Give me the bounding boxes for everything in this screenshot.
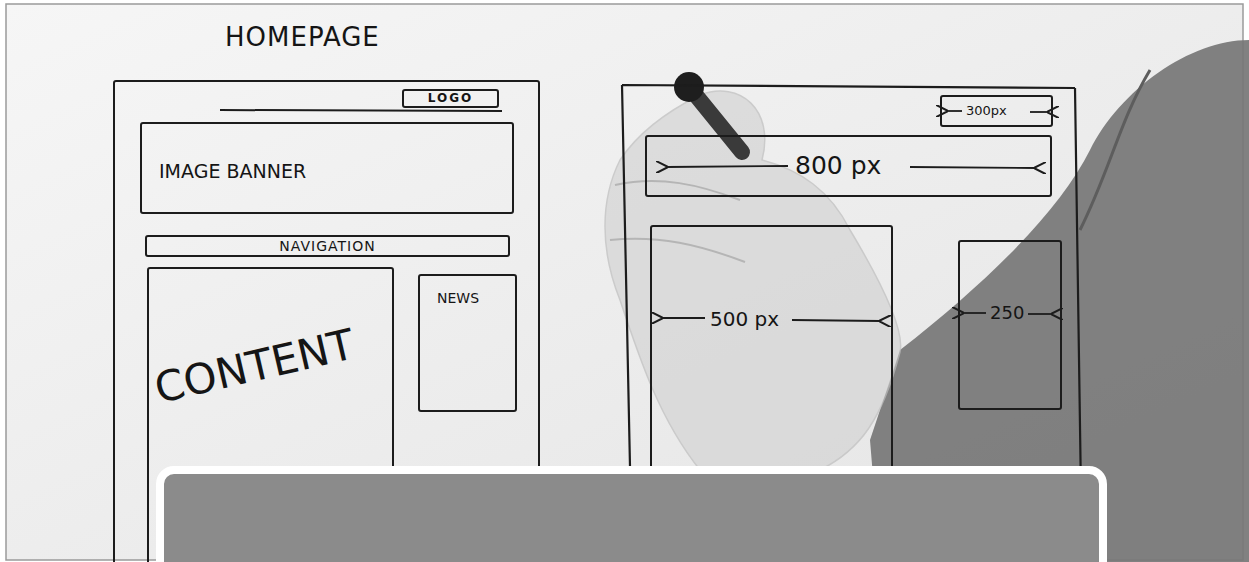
sleeve-fold bbox=[1080, 70, 1150, 230]
dimension-arrow bbox=[662, 317, 705, 319]
dimension-arrow bbox=[910, 167, 1035, 168]
marker-cap bbox=[674, 72, 704, 102]
node-label: NAVIGATION bbox=[147, 238, 508, 254]
node-label: 500 px bbox=[710, 307, 779, 331]
wireframe-box: 500 px bbox=[650, 225, 893, 485]
node-label: LOGO bbox=[404, 91, 497, 106]
node-label: IMAGE BANNER bbox=[159, 160, 306, 182]
wireframe-box: 300px bbox=[940, 95, 1053, 127]
node-label: CONTENT bbox=[150, 320, 359, 413]
node-label: NEWS bbox=[437, 290, 479, 306]
wireframe-box: 800 px bbox=[645, 135, 1052, 197]
finger-lines bbox=[610, 181, 745, 262]
sketch-line bbox=[220, 110, 502, 111]
dimension-arrow bbox=[792, 320, 880, 321]
node-label: 300px bbox=[966, 103, 1007, 118]
dimension-arrow bbox=[947, 110, 962, 112]
dimension-arrow bbox=[667, 166, 788, 167]
dimension-arrow bbox=[963, 312, 986, 314]
dimension-arrow bbox=[1028, 313, 1052, 315]
wireframe-box: NAVIGATION bbox=[145, 235, 510, 257]
overlay-panel bbox=[160, 470, 1103, 562]
wireframe-box: 250 bbox=[958, 240, 1062, 410]
node-label: 800 px bbox=[795, 151, 881, 180]
wireframe-box: NEWS bbox=[418, 274, 517, 412]
node-label: HOMEPAGE bbox=[225, 22, 380, 52]
node-label: 250 bbox=[990, 302, 1024, 323]
dimension-arrows bbox=[662, 111, 1052, 321]
dimension-arrow bbox=[1030, 111, 1048, 113]
wireframe-box: IMAGE BANNER bbox=[140, 122, 514, 214]
wireframe-box: LOGO bbox=[402, 89, 499, 108]
